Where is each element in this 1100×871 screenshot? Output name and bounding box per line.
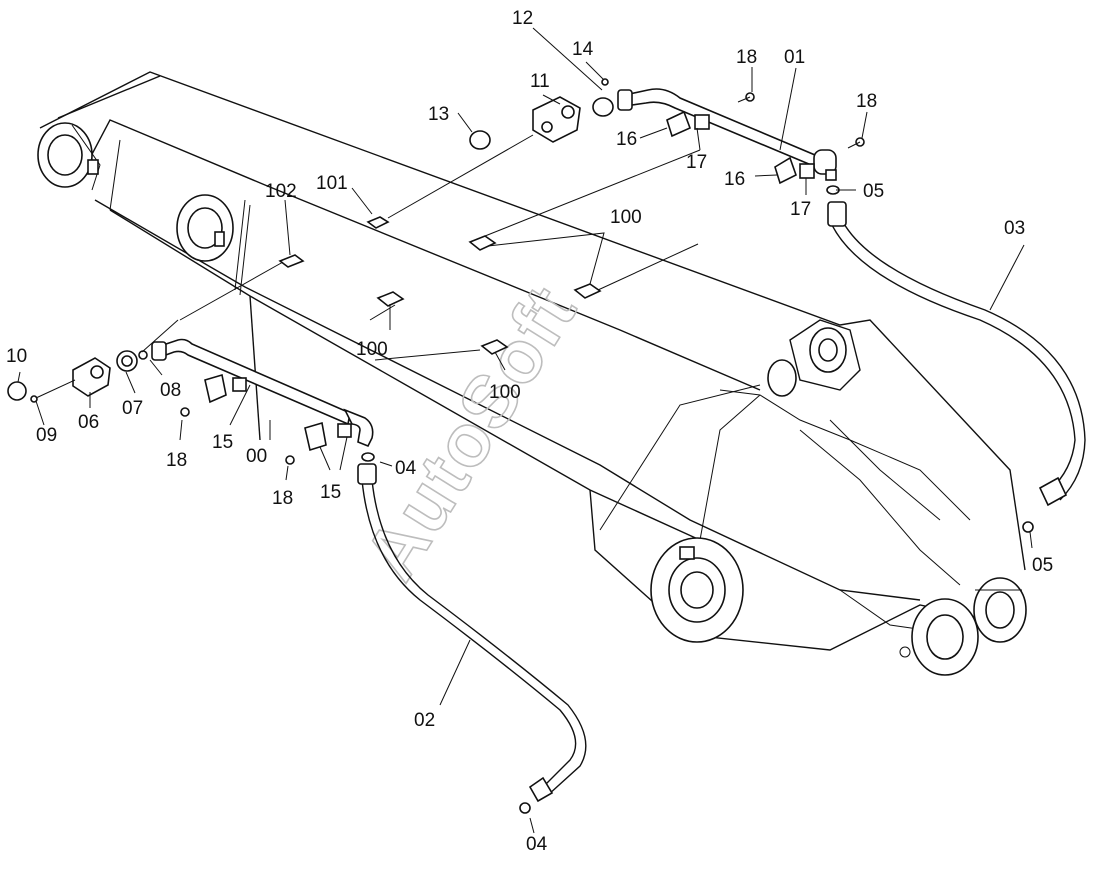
label-03: 03 bbox=[1004, 218, 1025, 239]
label-12: 12 bbox=[512, 8, 533, 29]
label-04-upper: 04 bbox=[395, 458, 417, 479]
label-14: 14 bbox=[572, 39, 594, 60]
label-09: 09 bbox=[36, 425, 57, 446]
label-15-left: 15 bbox=[212, 432, 233, 453]
label-16-upper: 16 bbox=[616, 129, 637, 150]
label-100-upper: 100 bbox=[610, 207, 642, 228]
label-11: 11 bbox=[530, 71, 550, 92]
label-101: 101 bbox=[316, 173, 348, 194]
label-100-lower: 100 bbox=[489, 382, 521, 403]
label-13: 13 bbox=[428, 104, 449, 125]
label-01: 01 bbox=[784, 47, 805, 68]
label-05-lower: 05 bbox=[1032, 555, 1053, 576]
label-18-lower-left: 18 bbox=[166, 450, 187, 471]
label-15-right: 15 bbox=[320, 482, 341, 503]
label-16-lower: 16 bbox=[724, 169, 745, 190]
label-17-lower: 17 bbox=[790, 199, 811, 220]
label-00: 00 bbox=[246, 446, 267, 467]
lower-pipe-assembly bbox=[7, 338, 375, 465]
label-18-lower-mid: 18 bbox=[272, 488, 293, 509]
boom-arm bbox=[37, 71, 1027, 676]
label-04-lower: 04 bbox=[526, 834, 548, 855]
leader-lines bbox=[17, 27, 1033, 834]
watermark-text: AutoSoft bbox=[348, 271, 592, 593]
label-18-top: 18 bbox=[736, 47, 757, 68]
label-17-upper: 17 bbox=[686, 152, 707, 173]
label-05-upper: 05 bbox=[863, 181, 884, 202]
hose-03 bbox=[827, 201, 1086, 533]
label-102: 102 bbox=[265, 181, 297, 202]
label-10: 10 bbox=[6, 346, 27, 367]
label-06: 06 bbox=[78, 412, 99, 433]
pads bbox=[278, 216, 602, 355]
upper-pipe-assembly bbox=[617, 88, 865, 195]
label-02: 02 bbox=[414, 710, 435, 731]
label-07: 07 bbox=[122, 398, 143, 419]
label-100-middle: 100 bbox=[356, 339, 388, 360]
valve-block-assembly bbox=[469, 78, 614, 150]
label-18-right: 18 bbox=[856, 91, 877, 112]
hose-02 bbox=[357, 463, 587, 814]
part-labels: 12 14 11 13 18 01 18 16 17 16 17 05 03 0… bbox=[6, 8, 1053, 855]
label-08: 08 bbox=[160, 380, 181, 401]
